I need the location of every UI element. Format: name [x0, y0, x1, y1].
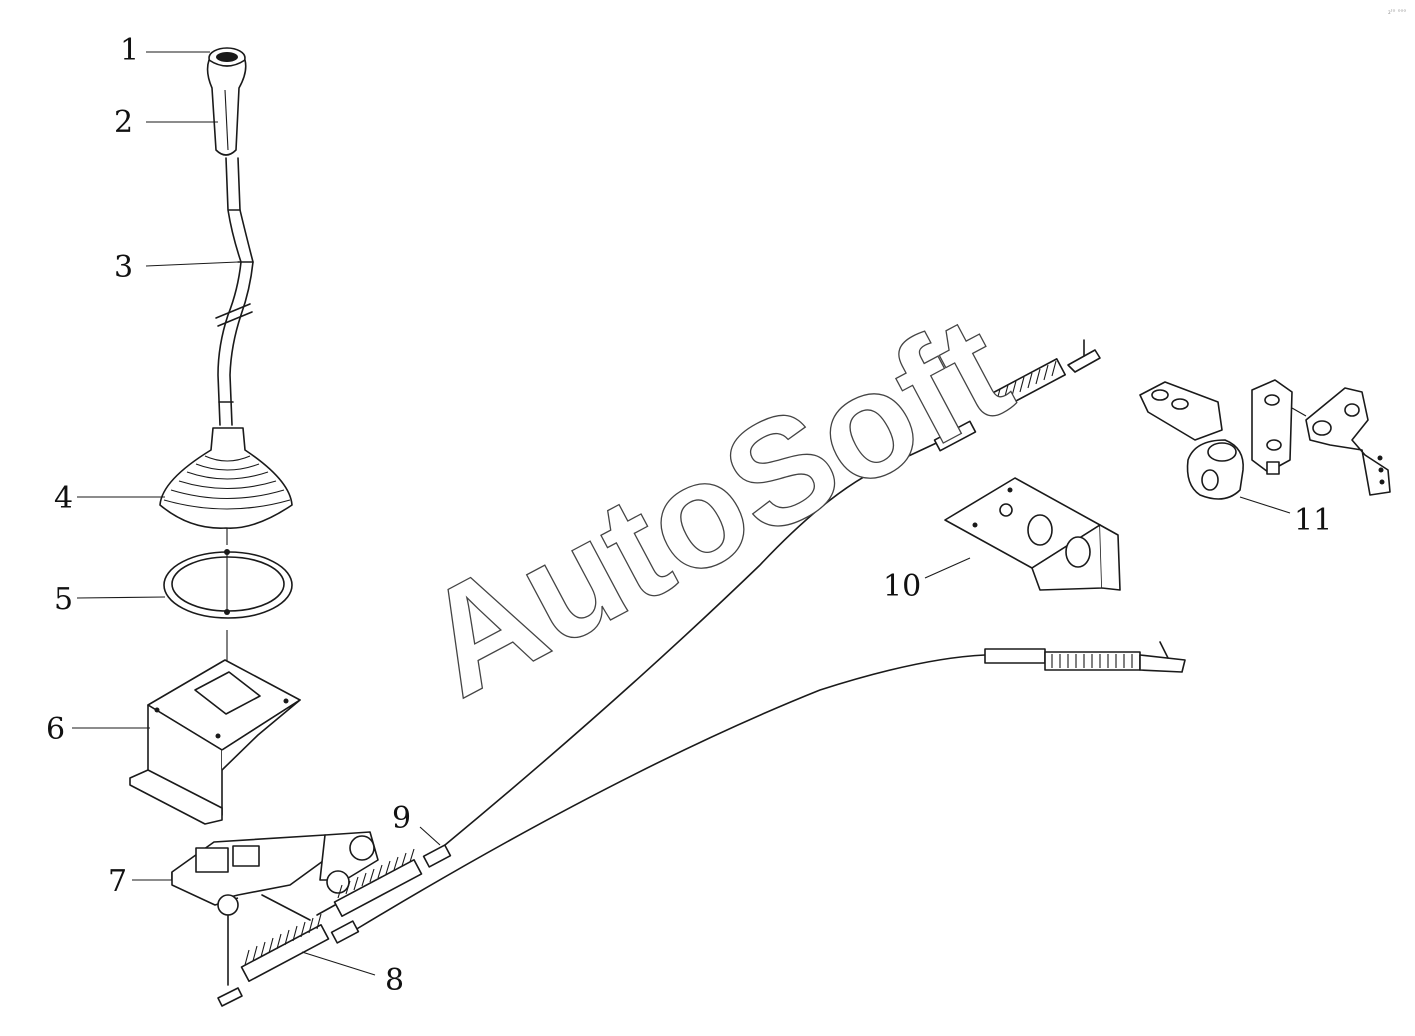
rubber-boot — [159, 427, 293, 545]
callout-3: 3 — [114, 250, 133, 285]
callout-11: 11 — [1294, 503, 1332, 538]
gear-lever-handle — [206, 59, 247, 156]
corner-mark: ₂ᶦᵒ ᵒᵒᵒ — [1388, 8, 1407, 16]
watermark: AutoSoft — [396, 283, 1034, 729]
retaining-ring — [163, 549, 293, 712]
gear-lever-shaft — [215, 157, 254, 426]
cable-support-bracket — [944, 477, 1121, 591]
linkage-levers — [1139, 379, 1391, 500]
callout-5: 5 — [54, 582, 73, 617]
callout-1: 1 — [120, 33, 139, 68]
callout-4: 4 — [54, 481, 73, 516]
callout-7: 7 — [108, 864, 127, 899]
callout-leaders — [72, 51, 1291, 976]
mounting-bracket — [129, 659, 301, 825]
callout-8: 8 — [385, 963, 404, 998]
upper-control-cable — [316, 339, 1101, 917]
lower-control-cable — [217, 641, 1186, 1007]
callout-9: 9 — [392, 801, 411, 836]
knob-cap — [208, 47, 246, 69]
shift-mechanism-base — [171, 831, 379, 986]
callout-10: 10 — [883, 569, 921, 604]
callout-2: 2 — [114, 105, 133, 140]
callout-6: 6 — [46, 712, 65, 747]
